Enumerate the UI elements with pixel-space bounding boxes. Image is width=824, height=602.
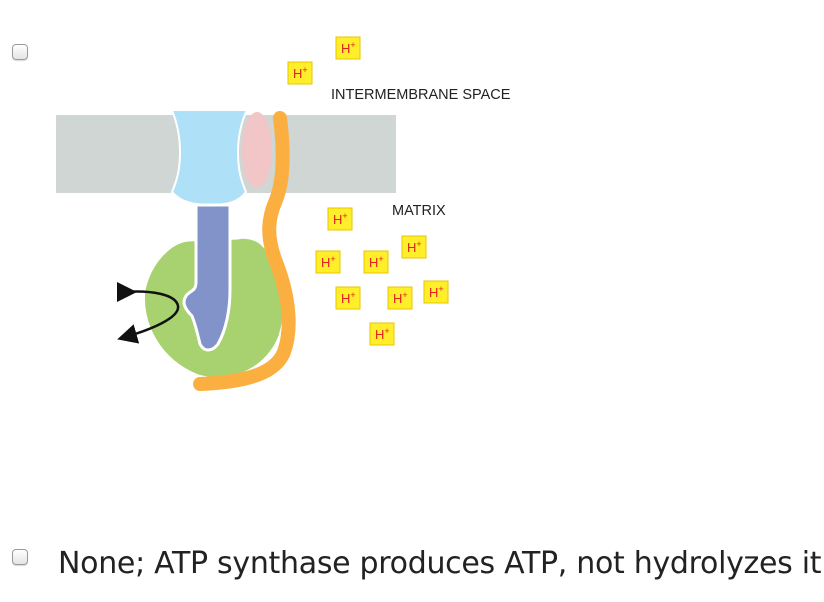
- proton-box: [387, 286, 413, 310]
- answer-checkbox-diagram[interactable]: [12, 44, 28, 60]
- proton-box: [287, 61, 313, 85]
- matrix-label: MATRIX: [392, 203, 446, 219]
- intermembrane-space-label: INTERMEMBRANE SPACE: [331, 87, 511, 103]
- proton-ion-intermembrane-space-1: H+: [335, 36, 361, 60]
- proton-ion-matrix-3: H+: [315, 250, 341, 274]
- proton-ion-matrix-2: H+: [401, 235, 427, 259]
- proton-box: [369, 322, 395, 346]
- peripheral-stalk: [193, 111, 296, 391]
- rotation-arrow-icon: [117, 290, 180, 344]
- proton-ion-matrix-5: H+: [335, 286, 361, 310]
- proton-box: [335, 36, 361, 60]
- answer-label-none[interactable]: None; ATP synthase produces ATP, not hyd…: [58, 546, 824, 581]
- proton-box: [335, 286, 361, 310]
- f0-subunit: [170, 109, 249, 207]
- answer-checkbox-none[interactable]: [12, 549, 28, 565]
- proton-ions: H+H+H+H+H+H+H+H+H+H+: [287, 36, 449, 346]
- proton-ion-intermembrane-space-2: H+: [287, 61, 313, 85]
- proton-ion-matrix-1: H+: [327, 207, 353, 231]
- peripheral-stalk-cap: [242, 112, 272, 188]
- proton-ion-matrix-8: H+: [369, 322, 395, 346]
- proton-box: [423, 280, 449, 304]
- proton-ion-matrix-7: H+: [423, 280, 449, 304]
- proton-box: [363, 250, 389, 274]
- central-stalk: [182, 203, 232, 352]
- proton-ion-matrix-4: H+: [363, 250, 389, 274]
- proton-box: [315, 250, 341, 274]
- proton-ion-matrix-6: H+: [387, 286, 413, 310]
- proton-box: [327, 207, 353, 231]
- proton-box: [401, 235, 427, 259]
